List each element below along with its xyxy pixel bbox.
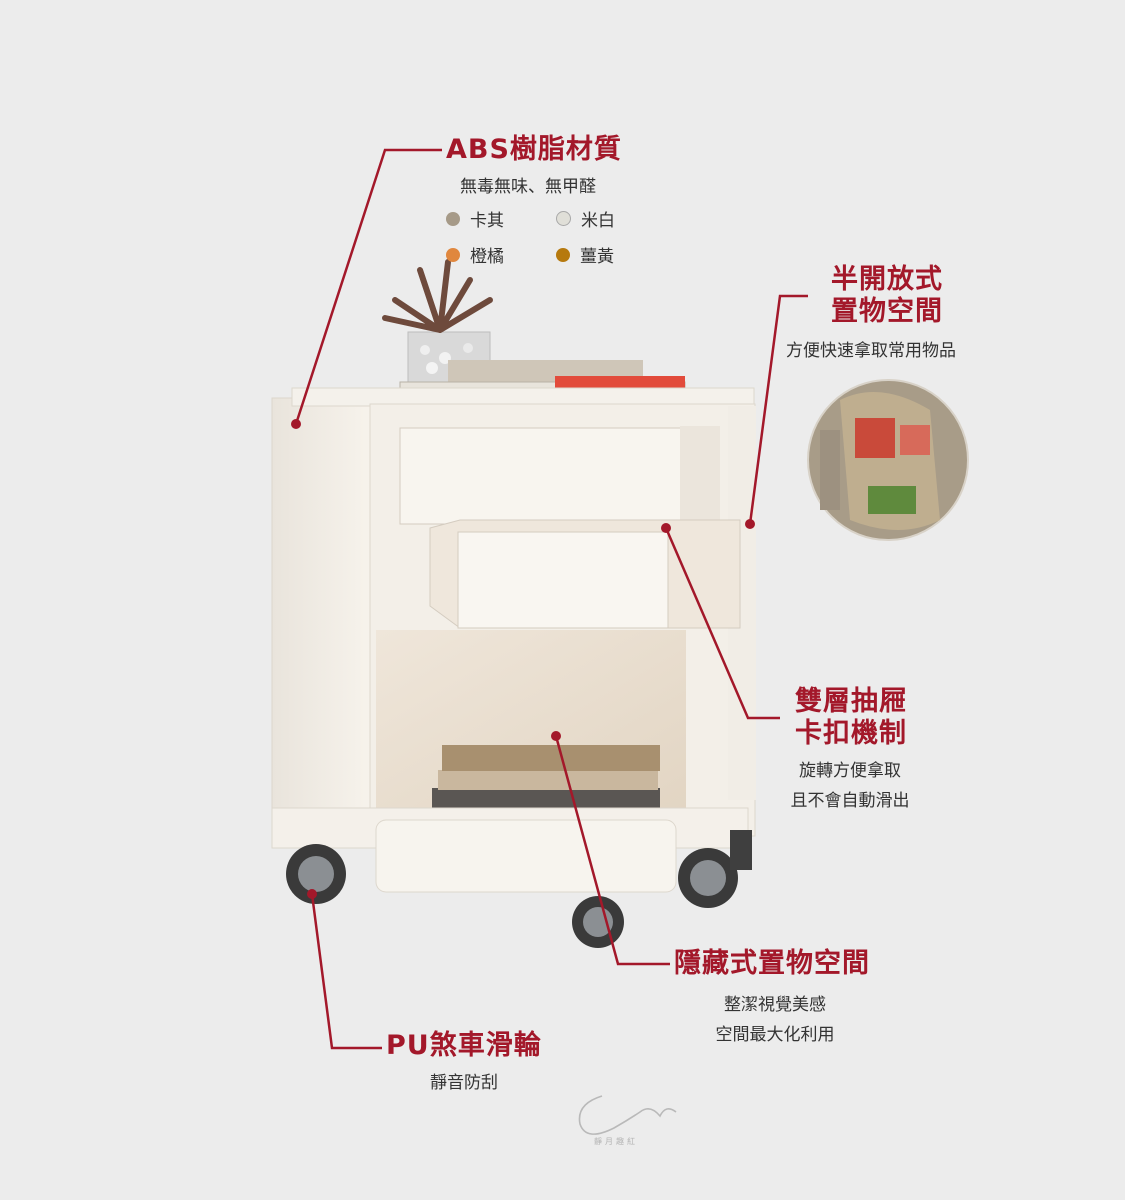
color-label: 米白 [581,211,615,231]
color-dot-icon [556,211,571,226]
abs-callout-line [294,148,442,425]
semi-open-title-line1: 半開放式 [831,264,943,295]
cart-body [271,387,756,893]
drawer-title-line1: 雙層抽屜 [795,686,907,717]
brand-signature-logo [578,1095,677,1135]
color-option-orange: 橙橘 [446,242,504,267]
abs-title: ABS樹脂材質 [446,134,622,165]
hidden-space-description: 整潔視覺美感 空間最大化利用 [700,990,850,1050]
hidden-desc-line1: 整潔視覺美感 [724,995,826,1015]
color-label: 卡其 [470,211,504,231]
drawer-title-line2: 卡扣機制 [795,718,907,749]
semi-open-title-line2: 置物空間 [831,296,943,327]
color-label: 薑黃 [580,247,614,267]
drawer-desc-line2: 且不會自動滑出 [790,791,910,811]
semi-open-callout-line [748,294,808,525]
semi-open-space-photo [807,379,969,541]
semi-open-description: 方便快速拿取常用物品 [786,341,956,361]
drawer-description: 旋轉方便拿取 且不會自動滑出 [770,756,930,816]
brand-seal-text: 靜月趣紅 [594,1137,638,1146]
wheel-title: PU煞車滑輪 [386,1030,542,1061]
wheel-description: 靜音防刮 [430,1073,498,1093]
semi-open-title: 半開放式 置物空間 [822,264,952,328]
color-option-turmeric: 薑黃 [556,242,614,267]
drawer-desc-line1: 旋轉方便拿取 [799,761,901,781]
color-dot-icon [556,247,570,262]
color-label: 橙橘 [470,247,504,267]
wheels [286,830,752,948]
color-dot-icon [446,211,460,226]
color-option-ivory: 米白 [556,206,615,231]
hidden-space-title: 隱藏式置物空間 [674,948,870,979]
drawer-callout-line [664,527,780,720]
hidden-callout-line [554,735,670,966]
color-option-khaki: 卡其 [446,206,504,231]
abs-description: 無毒無味、無甲醛 [460,177,596,197]
hidden-desc-line2: 空間最大化利用 [715,1025,835,1045]
drawer-title: 雙層抽屜 卡扣機制 [786,686,916,750]
callout-dots [291,419,755,899]
callout-lines [294,148,808,1050]
wheel-callout-line [310,893,382,1050]
color-dot-icon [446,247,460,262]
